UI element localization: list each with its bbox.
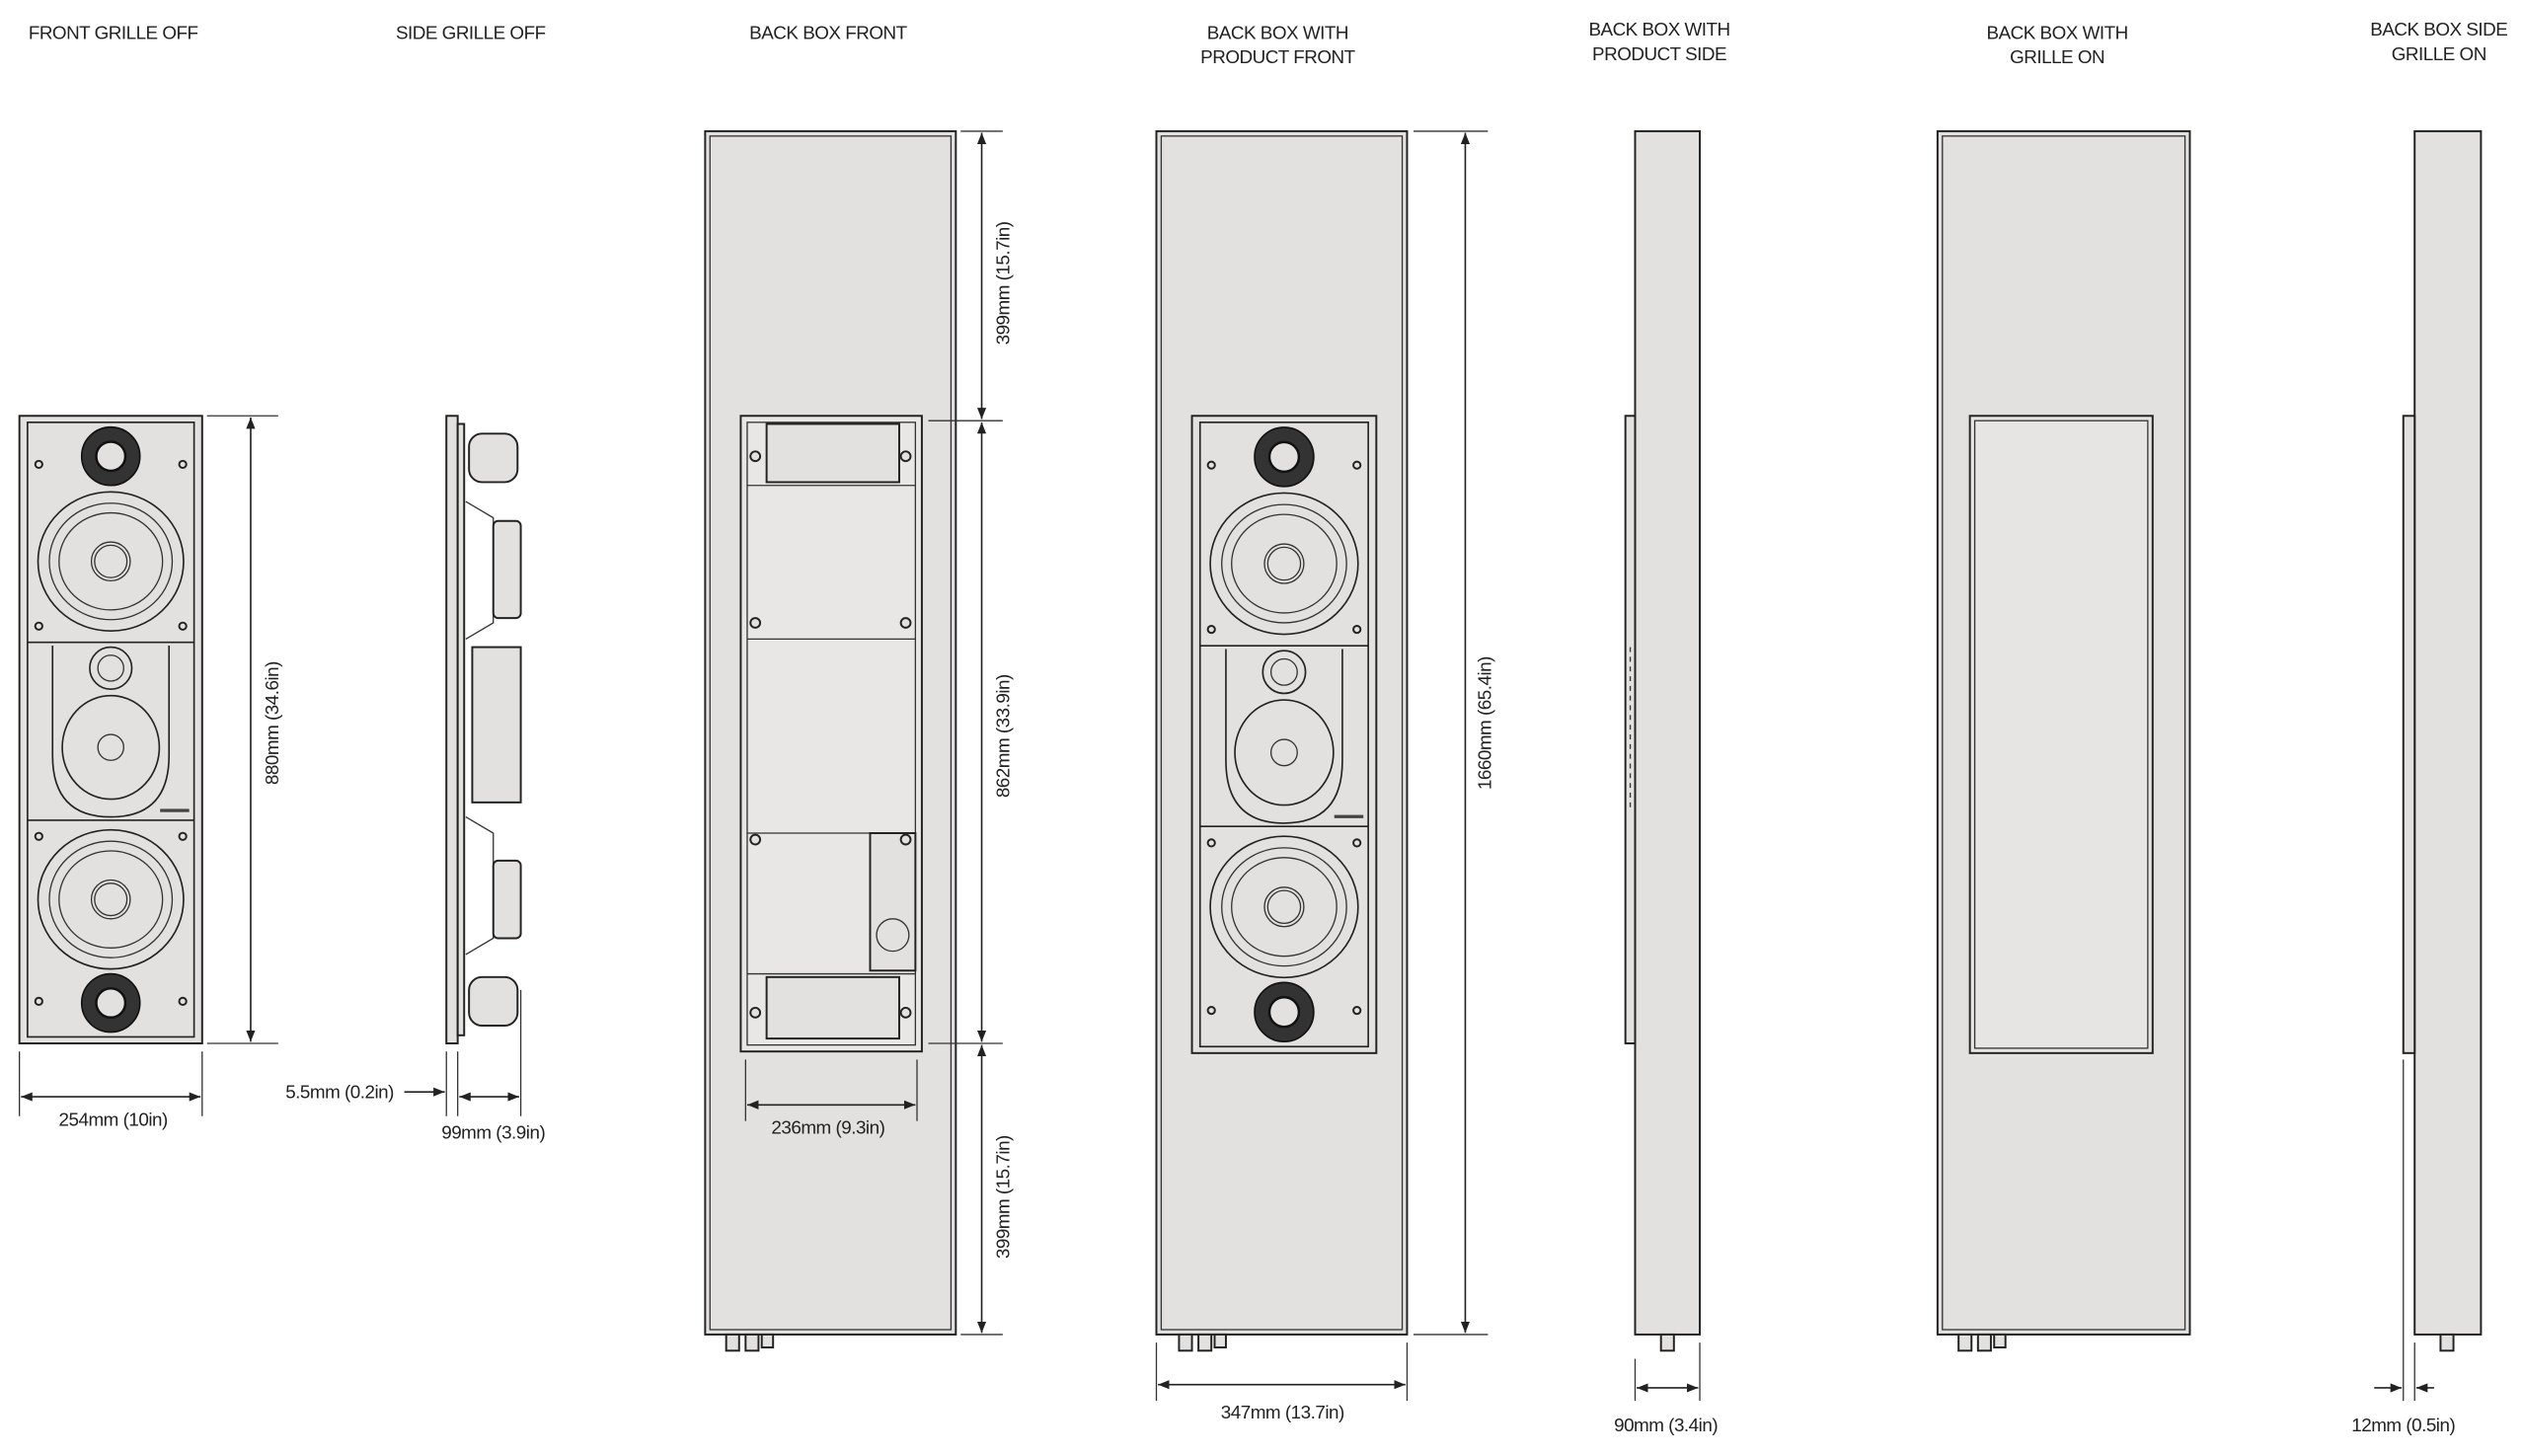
mounting-screws — [749, 450, 912, 1019]
back-box-side-dimensions: 90mm (3.4in) — [1614, 1342, 1719, 1435]
front-width-label: 254mm (10in) — [59, 1110, 168, 1130]
back-box-cutout-label: 862mm (33.9in) — [992, 674, 1013, 798]
speaker-baffle — [1198, 421, 1369, 1048]
terminal-posts — [1178, 1333, 1227, 1352]
woofer-icon — [1209, 835, 1359, 979]
terminal-posts — [725, 1333, 775, 1352]
midrange-woofer-icon — [61, 694, 161, 801]
back-box-front — [704, 129, 957, 1352]
back-box-depth-label: 90mm (3.4in) — [1614, 1415, 1718, 1435]
screw-icon — [1206, 838, 1216, 848]
title-back-box-product-front-2: PRODUCT FRONT — [1200, 46, 1355, 67]
title-back-box-product-side-1: BACK BOX WITH — [1588, 19, 1729, 39]
back-box-product-dimensions: 1660mm (65.4in) 347mm (13.7in) — [1155, 130, 1495, 1422]
screw-icon — [34, 621, 43, 631]
speaker-side-view — [445, 415, 522, 1044]
woofer-icon — [37, 828, 185, 970]
midrange-tweeter-icon — [1262, 650, 1307, 695]
speaker-installed — [1190, 415, 1378, 1054]
back-box-side-grille-on — [2402, 129, 2483, 1352]
grille-depth-dimensions: 12mm (0.5in) — [2351, 1059, 2456, 1435]
front-height-label: 880mm (34.6in) — [262, 661, 282, 785]
screw-icon — [34, 459, 43, 470]
back-box-with-grille-front — [1936, 129, 2191, 1352]
back-box-top-label: 399mm (15.7in) — [992, 221, 1013, 345]
woofer-icon — [37, 491, 185, 633]
grille-depth-label: 12mm (0.5in) — [2351, 1415, 2455, 1435]
speaker-frame — [18, 415, 203, 1044]
title-back-box-grille-on-2: GRILLE ON — [2010, 46, 2104, 67]
title-front-grille-off: FRONT GRILLE OFF — [29, 23, 198, 43]
terminal-posts — [1957, 1333, 2007, 1352]
title-back-box-product-front-1: BACK BOX WITH — [1207, 23, 1348, 43]
brand-logo — [1334, 814, 1364, 818]
front-dimensions: 880mm (34.6in) 254mm (10in) — [19, 415, 282, 1130]
speaker-frame — [1190, 415, 1378, 1054]
midrange-woofer-icon — [1234, 699, 1335, 806]
speaker-front-view — [18, 415, 203, 1044]
brand-logo — [160, 808, 190, 812]
title-back-box-front: BACK BOX FRONT — [749, 23, 907, 43]
back-box-cutout-width-label: 236mm (9.3in) — [771, 1117, 884, 1138]
screw-icon — [1352, 624, 1362, 635]
screw-icon — [1352, 838, 1362, 848]
back-box-with-product-side — [1624, 129, 1702, 1352]
screw-icon — [1352, 460, 1362, 470]
screw-icon — [178, 459, 188, 470]
midrange-pod — [51, 645, 171, 818]
screw-icon — [34, 996, 43, 1006]
title-side-grille-off: SIDE GRILLE OFF — [396, 23, 546, 43]
screw-icon — [1352, 1005, 1362, 1016]
title-back-box-side-grille-on-2: GRILLE ON — [2392, 43, 2486, 64]
back-box-width-label: 347mm (13.7in) — [1221, 1402, 1344, 1422]
screw-icon — [34, 831, 43, 841]
title-back-box-product-side-2: PRODUCT SIDE — [1592, 43, 1726, 64]
title-back-box-grille-on-1: BACK BOX WITH — [1987, 23, 2128, 43]
view-titles: FRONT GRILLE OFF SIDE GRILLE OFF BACK BO… — [29, 19, 2508, 67]
title-back-box-side-grille-on-1: BACK BOX SIDE — [2370, 19, 2507, 39]
screw-icon — [1206, 1005, 1216, 1016]
back-box-with-product-front — [1155, 129, 1409, 1352]
screw-icon — [1206, 460, 1216, 470]
back-box-height-label: 1660mm (65.4in) — [1475, 656, 1495, 790]
woofer-icon — [1209, 492, 1359, 636]
back-box-bottom-label: 399mm (15.7in) — [992, 1135, 1013, 1259]
side-flange-label: 5.5mm (0.2in) — [285, 1082, 394, 1103]
back-box-front-dimensions: 399mm (15.7in) 862mm (33.9in) 399mm (15.… — [744, 130, 1013, 1336]
midrange-pod — [1225, 649, 1343, 824]
side-dimensions: 5.5mm (0.2in) 99mm (3.9in) — [285, 989, 546, 1143]
side-depth-label: 99mm (3.9in) — [441, 1122, 545, 1143]
midrange-tweeter-icon — [89, 646, 133, 690]
screw-icon — [1206, 624, 1216, 635]
screw-icon — [178, 831, 188, 841]
speaker-baffle — [27, 421, 195, 1038]
screw-icon — [178, 621, 188, 631]
screw-icon — [178, 996, 188, 1006]
